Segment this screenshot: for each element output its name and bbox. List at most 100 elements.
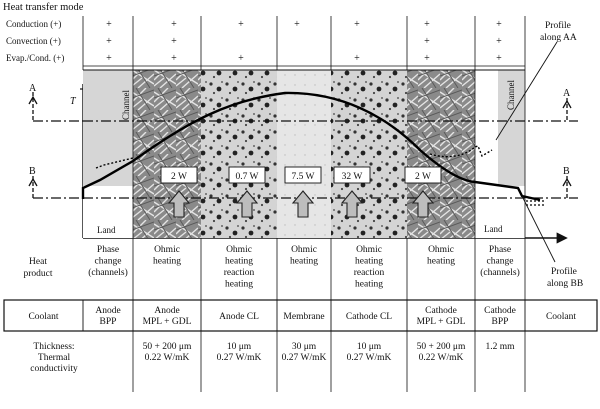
mode-mark: + (238, 19, 244, 30)
mode-mark: + (294, 19, 300, 30)
thickness-cell: 0.27 W/mK (282, 353, 327, 363)
profile-curve-aa (95, 145, 493, 169)
layer-label: BPP (100, 317, 117, 327)
mode-mark: + (496, 53, 502, 64)
mode-mark: + (496, 19, 502, 30)
heat-product-cell: heating (225, 257, 253, 267)
region-cathode-cl (331, 70, 407, 238)
layer-label: BPP (492, 317, 509, 327)
heat-product-cell: Phase (489, 245, 511, 255)
heat-value-label: 2 W (415, 172, 431, 182)
heat-product-cell: heating (355, 257, 383, 267)
b-label-right: B (563, 166, 570, 177)
a-label-right: A (563, 88, 571, 99)
heat-value-box (160, 166, 198, 184)
heat-product-header: Heat (29, 257, 47, 267)
mode-table-lines (82, 16, 526, 70)
thickness-cell: 30 μm (292, 342, 317, 352)
heat-value-label: 2 W (171, 172, 187, 182)
layer-regions (83, 69, 526, 238)
heat-arrow (340, 190, 364, 218)
mode-mark: + (106, 53, 112, 64)
b-label-left: B (29, 166, 36, 177)
mode-mark: + (171, 19, 177, 30)
heat-value-label: 32 W (342, 172, 363, 182)
heat-product-cell: (channels) (480, 267, 520, 278)
heat-value-label: 0.7 W (235, 172, 258, 182)
heat-product-cell: Ohmic (291, 245, 317, 255)
profile-bb-label-2: along BB (547, 279, 583, 289)
layer-label: Cathode CL (346, 312, 392, 322)
region-cathode-channel (498, 70, 525, 186)
profile-aa-label-2: along AA (540, 33, 577, 43)
profile-curve-bb (81, 91, 541, 202)
heat-arrow (235, 190, 259, 218)
thickness-cell: 0.27 W/mK (217, 353, 262, 363)
thickness-header: conductivity (30, 364, 78, 374)
heat-product-cell: Phase (97, 245, 119, 255)
mode-mark: + (354, 53, 360, 64)
section-lines (28, 92, 578, 199)
heat-product-cell: Ohmic (226, 245, 252, 255)
mode-label-conduction: Conduction (+) (6, 19, 61, 29)
heat-product-cell: heating (290, 257, 318, 267)
mode-mark: + (496, 36, 502, 47)
region-cathode-gdl (407, 70, 475, 238)
heat-value-box (228, 166, 266, 184)
layer-label: Membrane (283, 312, 324, 322)
mode-mark: + (424, 36, 430, 47)
land-label-right: Land (484, 224, 503, 234)
heat-product-cell: reaction (354, 268, 385, 278)
layer-label: MPL + GDL (143, 317, 192, 327)
mode-mark: + (424, 53, 430, 64)
channel-label-left: Channel (121, 90, 131, 120)
heat-arrow (167, 190, 191, 218)
thickness-cell: 10 μm (357, 342, 382, 352)
heat-product-cell: (channels) (88, 267, 128, 278)
profile-bb-label-1: Profile (551, 266, 577, 277)
diagram-title: Heat transfer mode (3, 2, 84, 13)
thickness-cell: 0.22 W/mK (419, 353, 464, 363)
thickness-cell: 0.22 W/mK (145, 353, 190, 363)
temperature-axis-label: T (70, 96, 77, 107)
mode-marks: +++++++++++++++++ (106, 19, 502, 64)
mode-table: Conduction (+) Convection (+) Evap./Cond… (6, 16, 526, 70)
mode-labels: Conduction (+) Convection (+) Evap./Cond… (6, 19, 64, 63)
layer-label: Anode (154, 306, 179, 316)
thickness-cell: 0.27 W/mK (347, 353, 392, 363)
thickness-cell: 50 + 200 μm (143, 342, 192, 352)
heat-product-cell: Ohmic (428, 245, 454, 255)
heat-values: 2 W 0.7 W 7.5 W 32 W 2 W (160, 166, 442, 218)
bottom-table-lines (82, 238, 526, 392)
a-label-left: A (29, 83, 37, 94)
heat-value-box (333, 166, 371, 184)
profile-annotations: Profile along AA Profile along BB (495, 20, 583, 289)
thickness-cell: 50 + 200 μm (417, 342, 466, 352)
heat-product-header: product (23, 269, 52, 279)
mode-mark: + (238, 53, 244, 64)
heat-product-cell: heating (153, 257, 181, 267)
land-label-left: Land (97, 225, 116, 235)
mode-label-convection: Convection (+) (6, 36, 61, 46)
heat-product-cell: change (487, 257, 514, 267)
mode-mark: + (106, 36, 112, 47)
thickness-cell: 1.2 mm (485, 342, 515, 352)
mode-mark: + (106, 19, 112, 30)
mode-mark: + (424, 19, 430, 30)
heat-arrow (411, 190, 435, 218)
layer-label: Coolant (546, 312, 576, 322)
heat-product-cell: change (95, 257, 122, 267)
layer-label: Anode CL (219, 312, 259, 322)
thickness-header: Thickness: (33, 342, 74, 352)
heat-value-box (284, 166, 322, 184)
layer-label: Cathode (425, 306, 457, 316)
thickness-header: Thermal (38, 353, 71, 363)
heat-product-cell: heating (225, 280, 253, 290)
mode-mark: + (354, 19, 360, 30)
region-anode-cl (201, 70, 277, 238)
heat-value-label: 7.5 W (291, 172, 314, 182)
